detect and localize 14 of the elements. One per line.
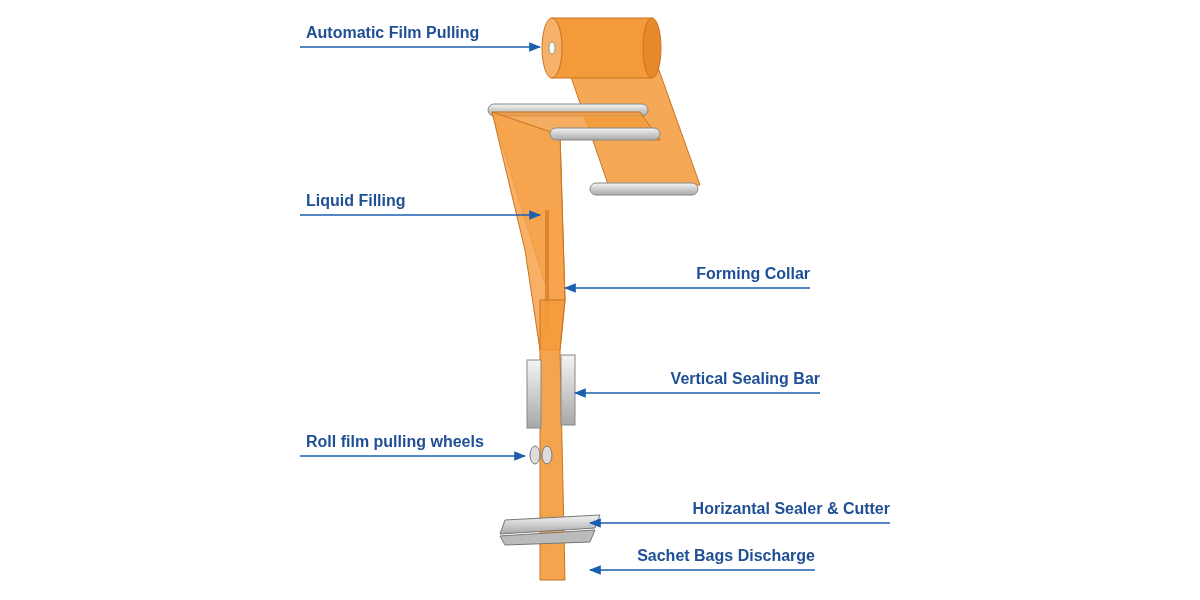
part-label: Liquid Filling xyxy=(306,191,406,211)
leader-line xyxy=(588,565,816,575)
leader-line xyxy=(588,518,891,528)
part-label: Horizantal Sealer & Cutter xyxy=(692,499,890,519)
leader-line xyxy=(299,210,542,220)
leader-line xyxy=(299,451,527,461)
part-label: Vertical Sealing Bar xyxy=(670,369,820,389)
part-label: Roll film pulling wheels xyxy=(306,432,484,452)
part-label: Forming Collar xyxy=(696,264,810,284)
leader-line xyxy=(563,283,811,293)
part-label: Automatic Film Pulling xyxy=(306,23,480,43)
leader-line xyxy=(573,388,821,398)
part-label: Sachet Bags Discharge xyxy=(637,546,815,566)
leader-line xyxy=(299,42,542,52)
